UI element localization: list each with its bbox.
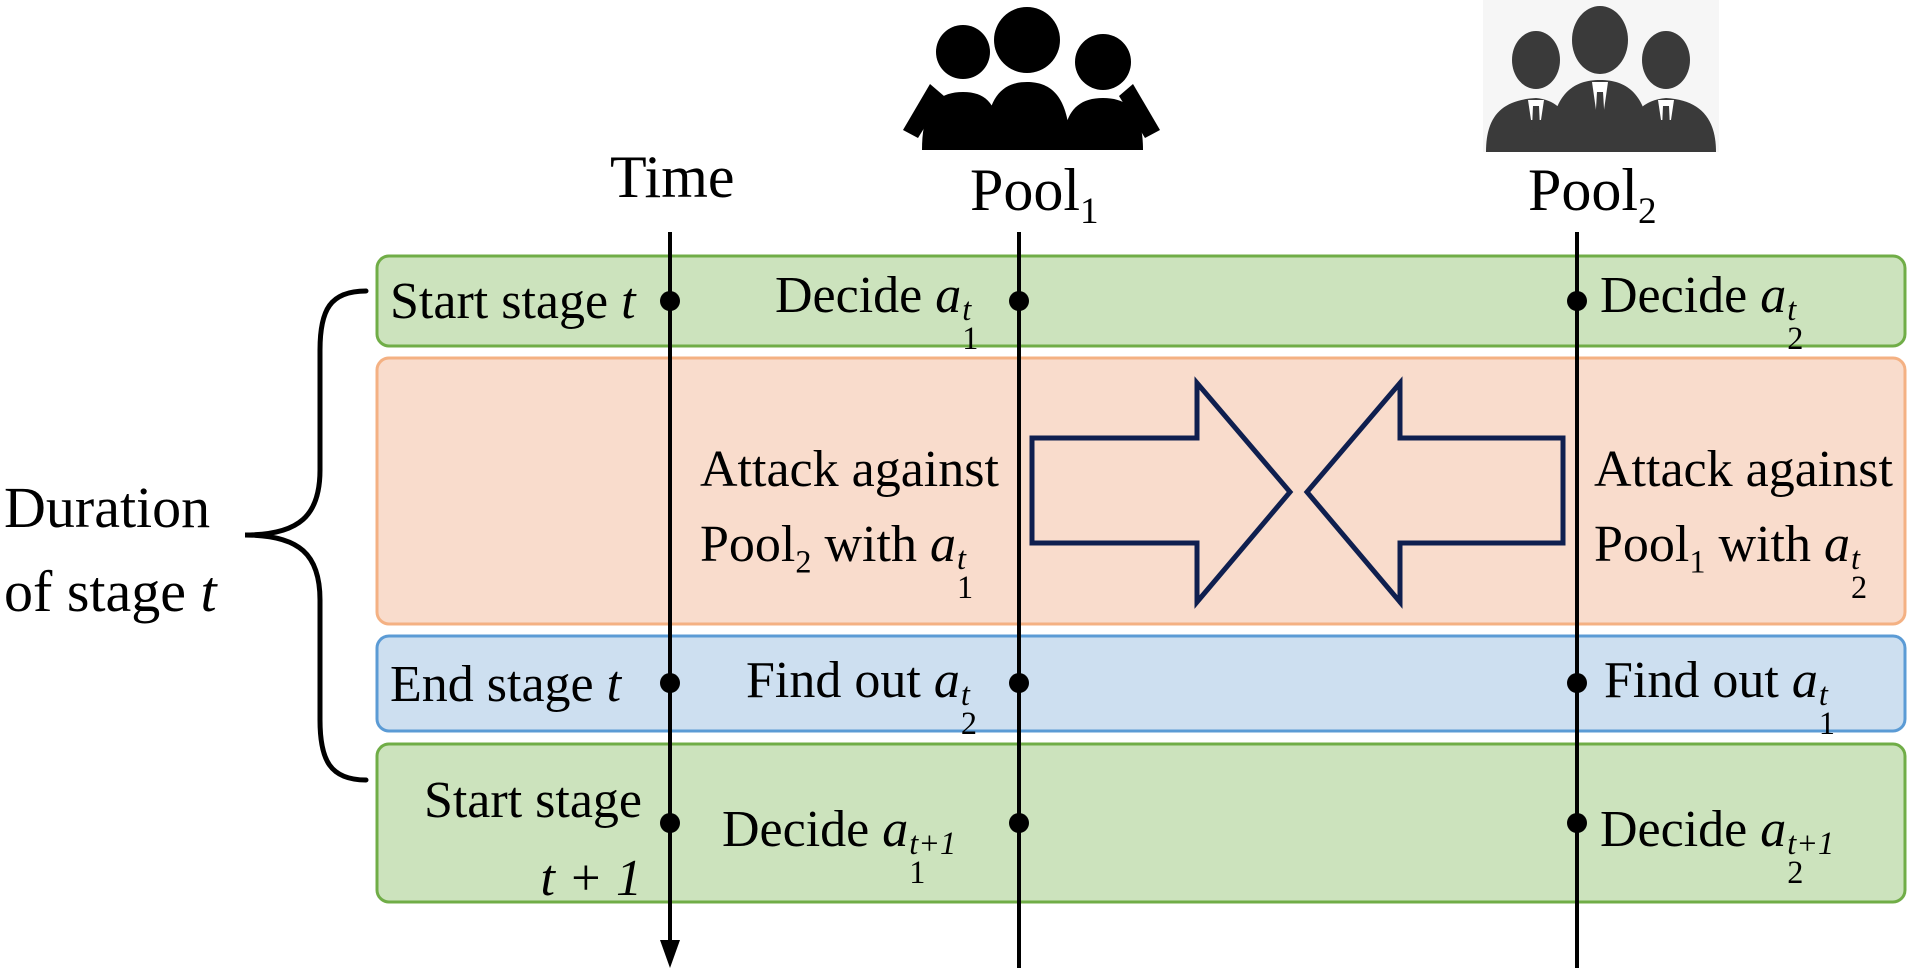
pool1-findout-var: a [933,652,960,709]
pool2-attack-sub: 2 [1850,569,1868,606]
pool2-column-header: Pool2 [1528,160,1657,230]
pool1-findout-sub: 2 [960,705,977,742]
pool2-attack-target: Pool [1594,516,1690,574]
brace-label-line1: Duration [4,475,211,540]
curly-brace [244,288,369,783]
dot-time-start [660,291,680,311]
dot-pool1-start [1009,291,1029,311]
brace-label-line2: of stage t [4,550,217,634]
time-label-start-var: t [621,273,636,330]
pool2-header-base: Pool [1528,157,1639,223]
pool2-decide-text: Decide [1600,267,1748,324]
band-attack [375,356,1907,626]
pool1-header-base: Pool [970,157,1081,223]
business-people-icon [1483,0,1719,152]
pool2-attack-with: with [1718,516,1811,574]
pool2-attack-sup: t [1850,540,1860,577]
pool1-decide-next-sub: 1 [909,854,926,891]
time-header-text: Time [610,144,735,210]
pool2-findout-sup: t [1818,676,1828,713]
pool1-attack-with: with [824,516,917,574]
pool2-findout-var: a [1791,652,1818,709]
pool1-decide-var: a [935,267,962,324]
time-column-header: Time [610,147,735,207]
band-end-stage [375,634,1907,733]
dot-pool2-start [1567,291,1587,311]
pool2-decide-sub: 2 [1787,320,1804,357]
pool1-decide-next-text: Decide [722,801,870,858]
time-label-start: Start stage t [390,276,636,328]
time-label-end-var: t [606,656,622,713]
pool1-decide-next-var: a [882,801,909,858]
time-label-end: End stage t [390,659,621,711]
band-next-stage [375,742,1907,904]
pool1-attack-line1: Attack against [700,441,999,498]
dot-pool2-next [1567,813,1587,833]
pool2-decide-next-text: Decide [1600,801,1748,858]
pool2-decide-next-sub: 2 [1787,854,1804,891]
brace-label-var: t [200,559,217,625]
pool2-attack-var: a [1823,516,1850,574]
pool2-findout-text: Find out [1604,652,1779,709]
pool1-decide-text: Decide [775,267,923,324]
band-start-stage [375,254,1907,348]
brace-label: Duration of stage t [4,466,217,634]
pool1-header-sub: 1 [1080,191,1099,233]
pool2-header-sub: 2 [1638,191,1657,233]
pool2-findout-sub: 1 [1818,705,1835,742]
pool1-attack-sub: 1 [956,569,974,606]
right-arrow-icon [1029,376,1294,609]
pool1-findout-sup: t [960,676,970,713]
time-label-end-text: End stage [390,656,594,713]
pool2-decide-var: a [1760,267,1787,324]
pool2-attack-line1: Attack against [1594,441,1893,498]
pool1-attack-target: Pool [700,516,796,574]
pool1-decide-sub: 1 [962,320,979,357]
pool1-findout-text: Find out [746,652,921,709]
pool1-column-header: Pool1 [970,160,1099,230]
pool2-decide-next-sup: t+1 [1787,825,1835,862]
dot-pool2-end [1567,673,1587,693]
brace-label-prefix: of stage [4,559,186,625]
left-arrow-icon [1303,376,1566,609]
pool1-decide-next-sup: t+1 [909,825,957,862]
time-label-next-line1: Start stage [423,772,642,829]
time-label-next: Start stage t + 1 [420,762,642,918]
pool1-attack-var: a [929,516,956,574]
pool2-decide-next-var: a [1760,801,1787,858]
pool2-decide-sup: t [1787,291,1797,328]
time-label-next-line2: t + 1 [540,850,642,907]
pool2-attack-target-sub: 1 [1689,543,1706,580]
people-group-icon [903,7,1160,150]
dot-pool1-next [1009,813,1029,833]
pool1-decide-sup: t [962,291,972,328]
dot-time-end [660,673,680,693]
time-label-start-text: Start stage [390,273,609,330]
dot-time-next [660,813,680,833]
dot-pool1-end [1009,673,1029,693]
pool1-attack-target-sub: 2 [795,543,812,580]
pool1-attack-sup: t [956,540,966,577]
time-axis-arrowhead [660,940,680,968]
